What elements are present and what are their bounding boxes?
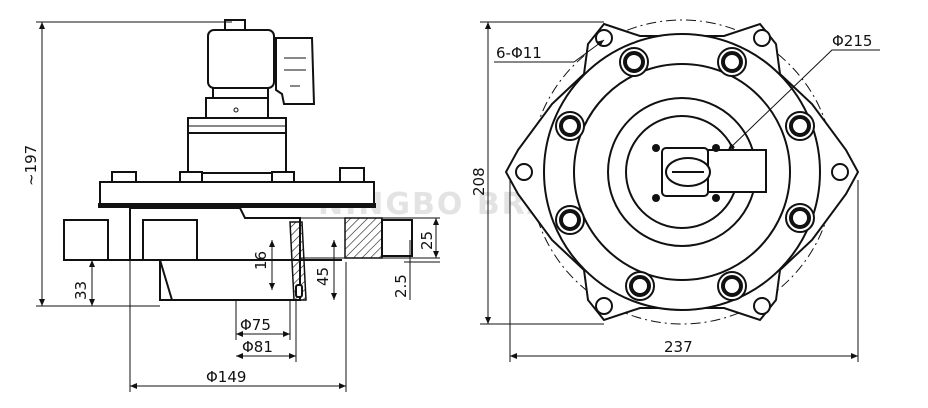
pilot-screw: [233, 107, 239, 113]
outlet-wall-section: [289, 221, 307, 301]
dim-bottom-height: 33: [72, 281, 90, 300]
mount-hole-4: [831, 163, 849, 181]
mount-hole-6: [753, 297, 771, 315]
coil-base: [212, 87, 269, 99]
clamp-nut: [381, 219, 413, 257]
mount-hole-2: [753, 29, 771, 47]
dim-25: 25: [418, 231, 436, 250]
dim-height-208: 208: [470, 167, 488, 196]
bolt-2: [179, 171, 203, 183]
connector-plug: [275, 37, 316, 105]
solenoid-coil: [207, 29, 275, 89]
side-view: ~197 33 16 45 25 2.5 Φ75 Φ81 Φ149: [22, 19, 440, 392]
dim-total-height: ~197: [22, 145, 40, 186]
inlet-flange-mid: [142, 219, 198, 261]
mount-hole-5: [595, 297, 613, 315]
bolt-1: [111, 171, 137, 183]
o-ring: [295, 284, 303, 298]
cover-body: [187, 132, 287, 174]
bolt-3: [271, 171, 295, 183]
dim-d215: Φ215: [832, 32, 872, 50]
inner-ring-1: [573, 63, 791, 281]
top-view: 6-Φ11 Φ215 208 237: [470, 19, 880, 362]
dim-45: 45: [314, 267, 332, 286]
dim-2-5: 2.5: [392, 274, 410, 298]
dim-d81: Φ81: [242, 338, 273, 356]
dim-d149: Φ149: [206, 368, 246, 386]
clamp-nut-section: [344, 217, 383, 259]
dim-d75: Φ75: [240, 316, 271, 334]
dim-holes: 6-Φ11: [496, 44, 542, 62]
dim-width-237: 237: [664, 338, 693, 356]
dim-16: 16: [252, 251, 270, 270]
connector-detail: [284, 57, 306, 87]
pilot-connector: [707, 149, 767, 193]
main-flange: [99, 181, 375, 205]
screw-bosses: [555, 47, 815, 301]
diaphragm: [98, 203, 376, 208]
mount-hole-3: [515, 163, 533, 181]
coil-cap: [224, 19, 246, 31]
inlet-flange-left: [63, 219, 109, 261]
bolt-4: [339, 167, 365, 183]
